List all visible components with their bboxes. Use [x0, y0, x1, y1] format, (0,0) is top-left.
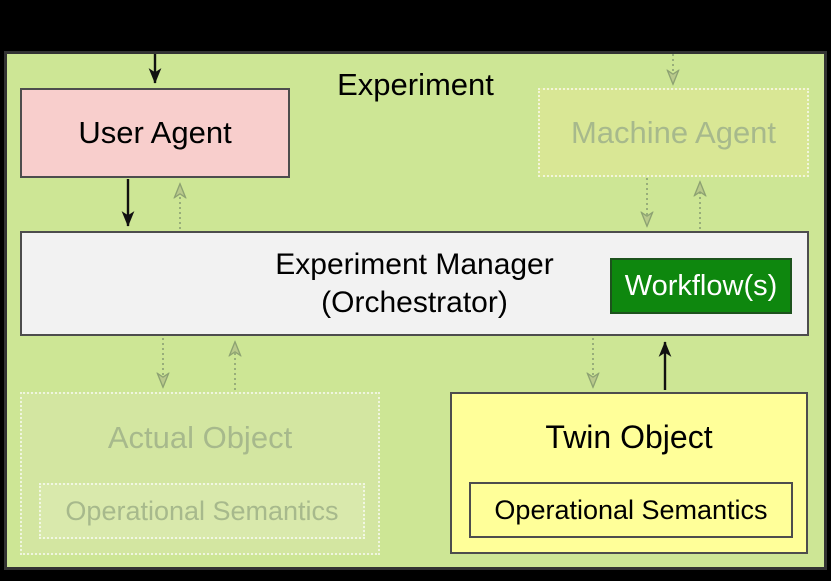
twin-operational-semantics-label: Operational Semantics [494, 494, 768, 525]
user-agent-node: User Agent [20, 88, 290, 178]
actual-operational-semantics-label: Operational Semantics [65, 495, 339, 526]
workflow-node: Workflow(s) [610, 258, 792, 314]
actual-operational-semantics-node: Operational Semantics [39, 483, 365, 539]
actual-object-label: Actual Object [107, 420, 293, 455]
twin-operational-semantics-node: Operational Semantics [469, 482, 793, 538]
machine-agent-node: Machine Agent [538, 88, 809, 177]
experiment-manager-node: Experiment Manager (Orchestrator) Workfl… [20, 231, 809, 336]
actual-object-node: Actual Object Operational Semantics [20, 392, 380, 555]
workflow-label: Workflow(s) [624, 269, 778, 302]
machine-agent-label: Machine Agent [570, 114, 777, 150]
twin-object-node: Twin Object Operational Semantics [450, 392, 808, 554]
twin-object-label: Twin Object [545, 419, 713, 455]
experiment-title: Experiment [337, 67, 494, 102]
experiment-manager-label: Experiment Manager (Orchestrator) [275, 246, 553, 322]
experiment-manager-label-line1: Experiment Manager [275, 247, 554, 281]
experiment-manager-label-line2: (Orchestrator) [321, 285, 508, 319]
user-agent-label: User Agent [78, 115, 232, 150]
